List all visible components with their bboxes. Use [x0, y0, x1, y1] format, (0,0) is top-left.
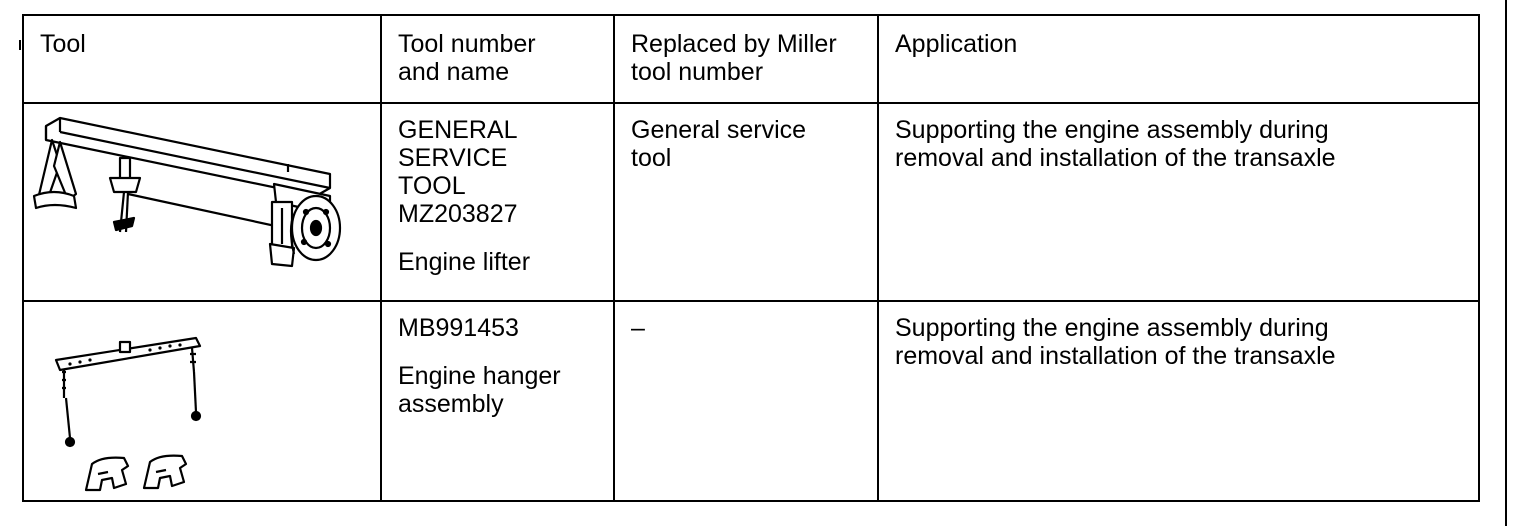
tools-table: Tool Tool number and name Replaced by Mi…	[22, 14, 1480, 502]
header-application: Application	[877, 14, 1480, 104]
tool-number-cell: MB991453 Engine hanger assembly	[380, 300, 615, 502]
application-cell: Supporting the engine assembly during re…	[877, 300, 1480, 502]
table-row: MB991453 Engine hanger assembly – Suppor…	[22, 300, 1480, 502]
tool-number-line: GENERAL	[398, 116, 518, 144]
tool-number-cell: GENERAL SERVICE TOOL MZ203827 Engine lif…	[380, 102, 615, 302]
table-row: GENERAL SERVICE TOOL MZ203827 Engine lif…	[22, 102, 1480, 302]
tool-image-cell	[22, 300, 382, 502]
tool-number-line: MB991453	[398, 314, 519, 342]
tool-image-cell	[22, 102, 382, 302]
header-replaced-by: Replaced by Miller tool number	[613, 14, 879, 104]
tool-name: Engine hanger	[398, 362, 561, 390]
tool-number-line: SERVICE	[398, 144, 508, 172]
tool-name: assembly	[398, 390, 504, 418]
margin-mark	[19, 40, 21, 50]
tool-name: Engine lifter	[398, 248, 531, 276]
tool-number-line: TOOL	[398, 172, 466, 200]
header-tool: Tool	[22, 14, 382, 104]
replaced-by-cell: General service tool	[613, 102, 879, 302]
engine-hanger-assembly-illustration-icon	[54, 336, 202, 492]
header-row: Tool Tool number and name Replaced by Mi…	[22, 14, 1480, 104]
replaced-by-cell: –	[613, 300, 879, 502]
application-cell: Supporting the engine assembly during re…	[877, 102, 1480, 302]
header-tool-number: Tool number and name	[380, 14, 615, 104]
page-edge-line	[1505, 0, 1507, 526]
tool-number-line: MZ203827	[398, 200, 518, 228]
engine-lifter-illustration-icon	[32, 116, 342, 268]
